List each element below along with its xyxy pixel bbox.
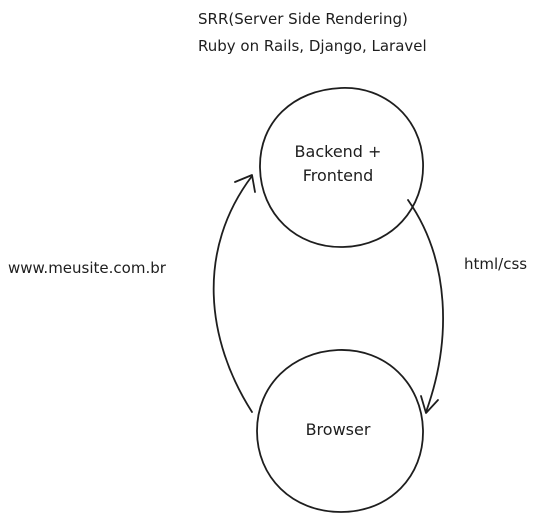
- browser-node-circle[interactable]: [256, 349, 424, 513]
- response-arrow-line: [407, 199, 444, 413]
- response-edge-label: html/css: [464, 255, 528, 273]
- backend-frontend-node-label: Backend + Frontend: [258, 140, 418, 188]
- backend-frontend-node-circle[interactable]: [259, 87, 424, 248]
- request-arrow-line: [212, 175, 253, 413]
- diagram-title-line-2: Ruby on Rails, Django, Laravel: [198, 37, 427, 55]
- backend-frontend-label-line-1: Backend +: [294, 142, 382, 161]
- diagram-title-line-1: SRR(Server Side Rendering): [198, 10, 408, 28]
- backend-frontend-label-line-2: Frontend: [302, 166, 374, 185]
- request-arrow-head: [234, 174, 256, 193]
- browser-node-label: Browser: [305, 420, 371, 439]
- response-arrow-head: [420, 395, 439, 414]
- request-edge-label: www.meusite.com.br: [8, 259, 166, 277]
